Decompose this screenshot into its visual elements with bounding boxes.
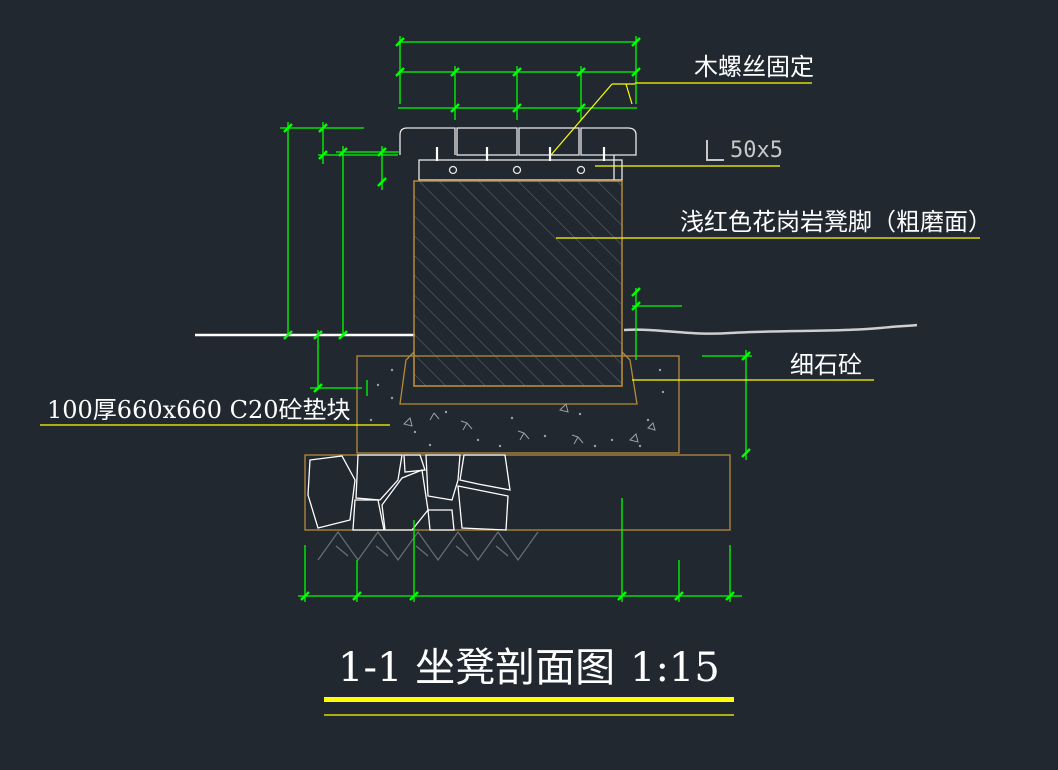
angle-steel-symbol xyxy=(706,140,724,161)
granite-leg xyxy=(413,180,623,387)
bench-seat-slats xyxy=(399,127,637,156)
label-granite-leg: 浅红色花岗岩凳脚（粗磨面） xyxy=(680,208,992,236)
drawing-title: 1-1 坐凳剖面图 xyxy=(338,645,616,691)
label-concrete-pad: 100厚660x660 C20砼垫块 xyxy=(47,396,351,424)
dimension-ticks xyxy=(283,37,751,601)
label-fine-concrete: 细石砼 xyxy=(790,351,862,379)
label-wood-screw: 木螺丝固定 xyxy=(694,53,814,81)
angle-steel-bracket xyxy=(418,155,623,181)
title-underline xyxy=(324,697,734,716)
ground-line xyxy=(195,323,918,337)
concrete-pad xyxy=(356,355,680,454)
label-angle-steel: 50x5 xyxy=(730,138,783,163)
drawing-scale: 1:15 xyxy=(630,645,720,691)
fine-concrete-fill xyxy=(399,350,638,405)
soil-hatch xyxy=(317,530,539,562)
wood-screws xyxy=(435,147,606,161)
rubble-stone-base xyxy=(304,454,731,531)
leader-lines xyxy=(40,82,980,426)
